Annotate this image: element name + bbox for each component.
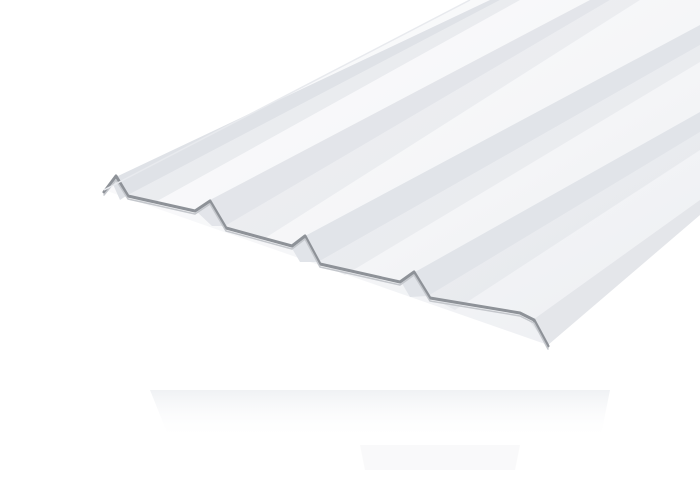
sheet-top-surface <box>104 0 700 345</box>
front-profile-highlight <box>103 179 549 350</box>
sheet-top-edge <box>103 0 471 191</box>
front-profile-edge <box>102 174 550 348</box>
rib-band-1 <box>112 0 500 200</box>
slope-2 <box>225 0 640 240</box>
rib-band-4 <box>400 112 700 297</box>
slope-1 <box>126 0 520 205</box>
floor-reflection <box>150 390 610 470</box>
slope-3 <box>318 45 700 275</box>
rib-band-3 <box>290 25 700 262</box>
rib-band-2 <box>195 0 610 226</box>
sheet-right-edge <box>530 200 700 345</box>
roofing-sheet <box>102 0 700 350</box>
slope-4 <box>428 132 700 310</box>
